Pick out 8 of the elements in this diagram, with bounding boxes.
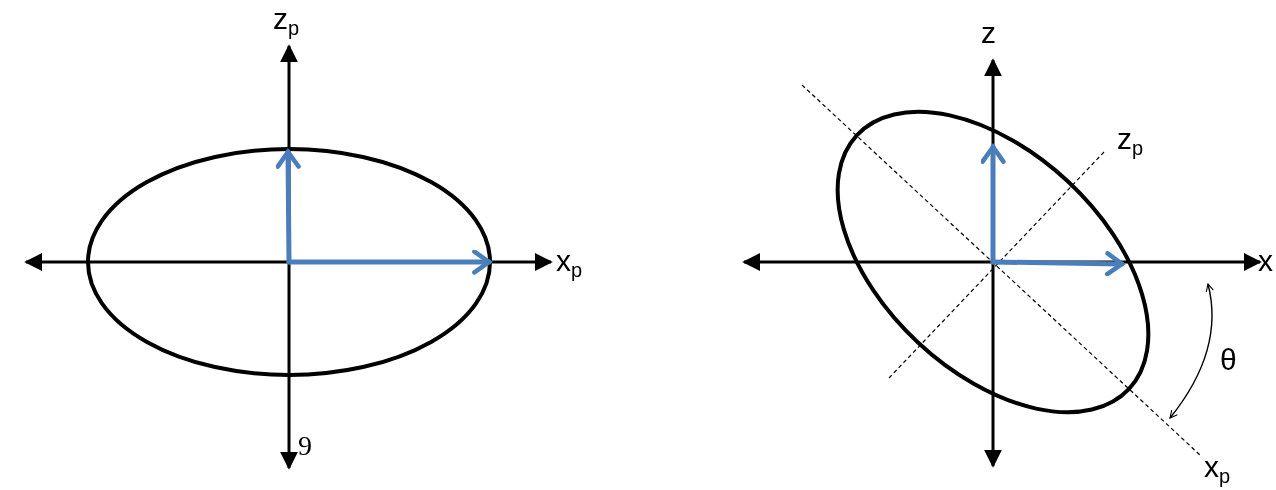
- axis-label: z$_{p}$: [273, 4, 300, 38]
- axis-label: θ: [1220, 345, 1237, 375]
- axis-label: z$_{p}$: [1117, 124, 1144, 158]
- axis-label: x: [1258, 246, 1273, 276]
- axis-label: x$_{p}$: [1204, 452, 1231, 486]
- axis-label: x$_{p}$: [556, 246, 583, 280]
- page-number: 9: [298, 432, 312, 460]
- axis-label: z: [981, 18, 996, 48]
